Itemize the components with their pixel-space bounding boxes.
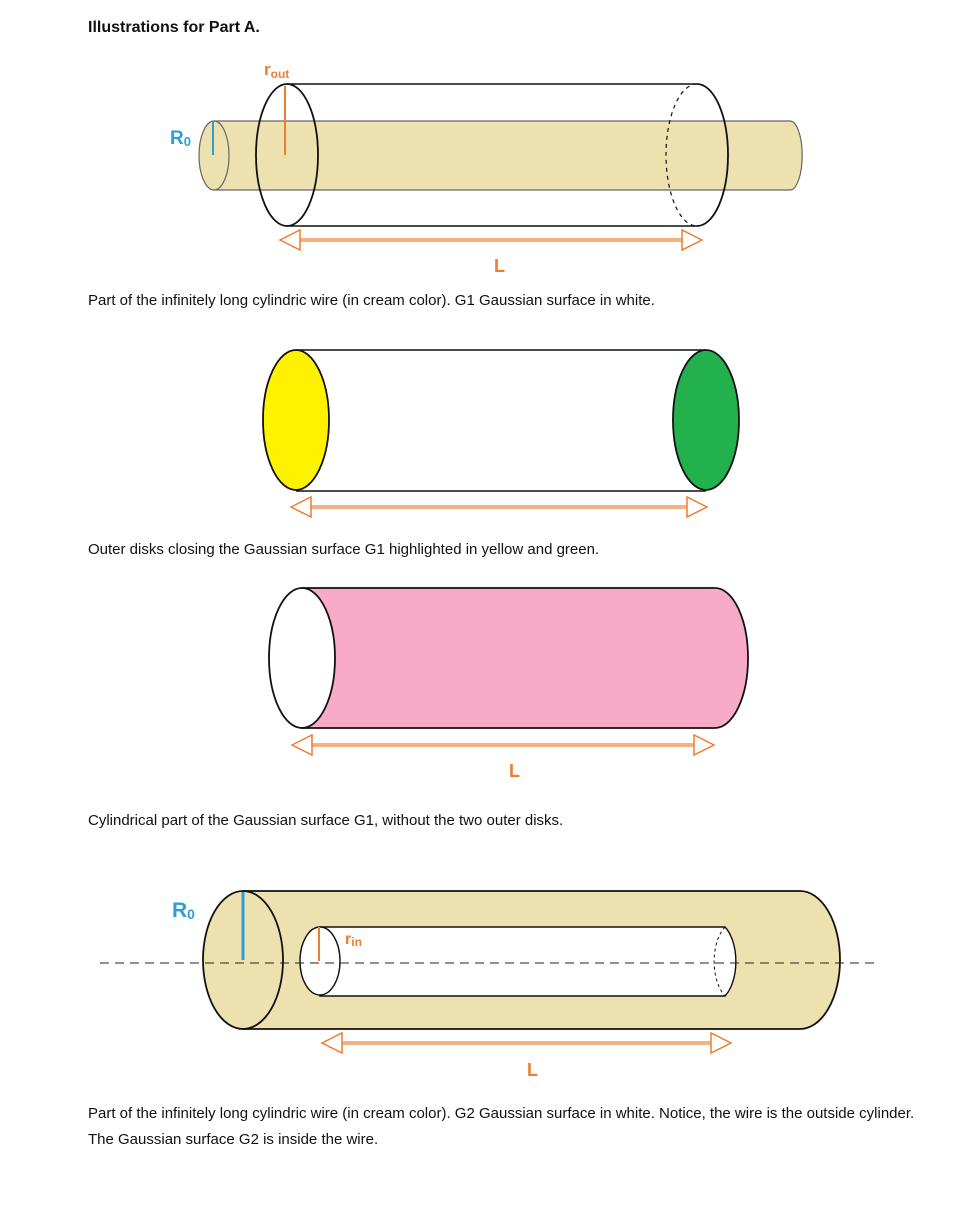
figure-2-caption: Outer disks closing the Gaussian surface… — [88, 541, 600, 558]
length-label: L — [494, 256, 505, 276]
length-arrow — [320, 1031, 733, 1055]
g1-right-disk-hidden-edge — [665, 83, 698, 227]
open-end — [268, 587, 336, 729]
figure-4-wire-with-g2: R0 rin L — [100, 890, 875, 1080]
pink-cylinder-surface — [301, 587, 749, 729]
length-arrow — [278, 228, 704, 252]
r-in-label: rin — [345, 931, 362, 949]
g2-cylinder — [319, 926, 737, 997]
wire-body — [213, 120, 803, 191]
green-disk — [672, 349, 740, 491]
figure-3-caption: Cylindrical part of the Gaussian surface… — [88, 812, 564, 829]
length-label: L — [509, 761, 520, 781]
yellow-disk — [262, 349, 330, 491]
g2-right-disk-hidden-edge — [713, 926, 726, 997]
r-out-label: rout — [264, 60, 289, 81]
g1-left-disk — [255, 83, 319, 227]
figure-1-caption: Part of the infinitely long cylindric wi… — [88, 292, 655, 309]
length-label: L — [527, 1060, 538, 1080]
length-arrow — [289, 495, 709, 519]
r0-label: R0 — [170, 128, 191, 149]
section-heading: Illustrations for Part A. — [88, 19, 260, 36]
r0-label: R0 — [172, 899, 195, 922]
g1-right-disk — [696, 83, 729, 227]
figure-2-outer-disks — [262, 349, 740, 519]
figure-1-wire-with-g1: rout R0 L — [170, 60, 803, 276]
figure-3-cylindrical-part: L — [268, 587, 749, 781]
figure-4-caption: Part of the infinitely long cylindric wi… — [88, 1105, 915, 1148]
length-arrow — [290, 733, 716, 757]
wire-end-cap — [198, 120, 230, 191]
